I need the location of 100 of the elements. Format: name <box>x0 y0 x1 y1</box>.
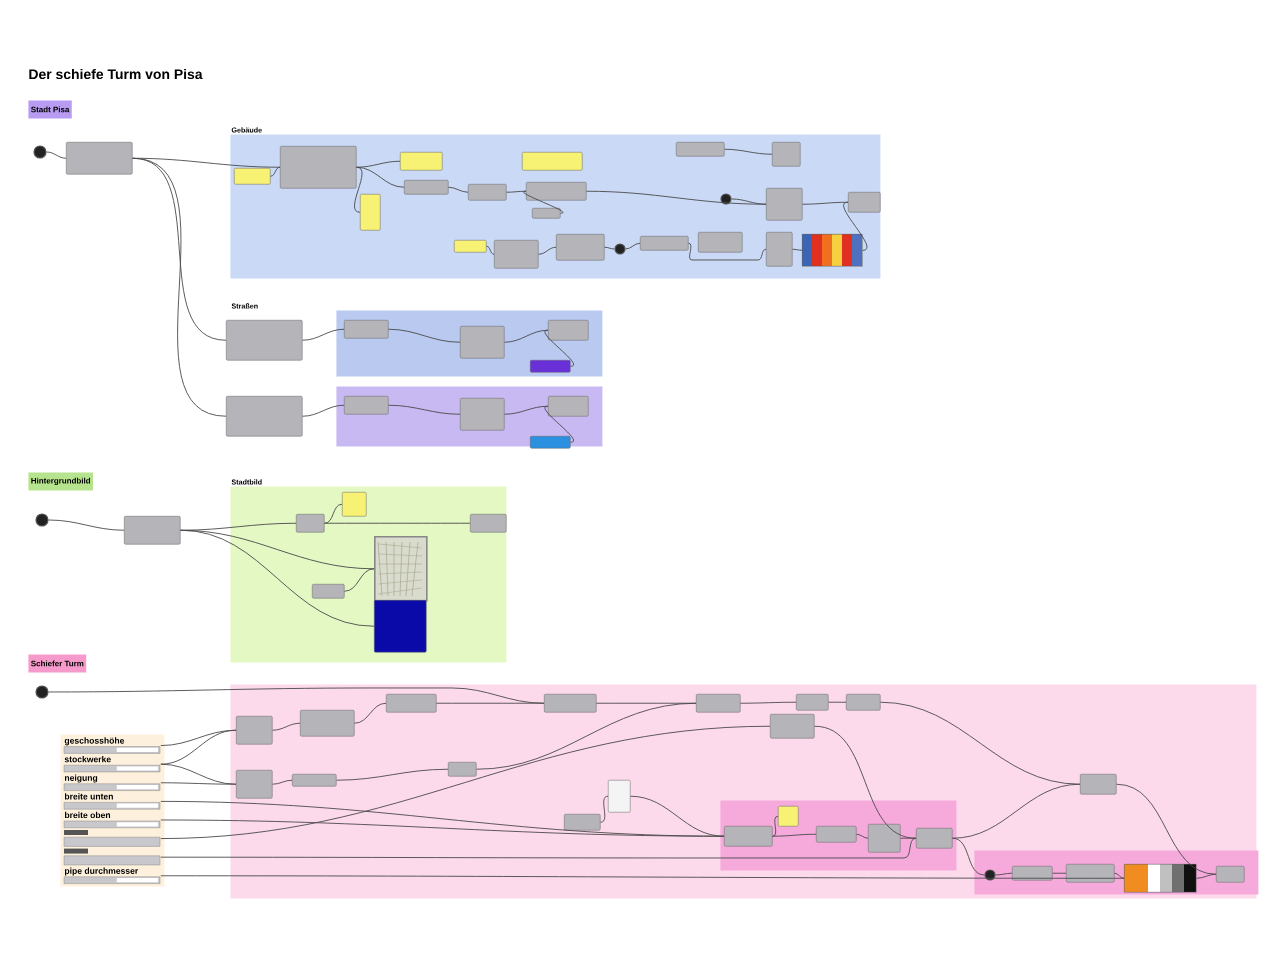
wire <box>625 242 641 250</box>
image-preview <box>374 600 427 653</box>
viewer-icon <box>35 685 49 699</box>
panel-box <box>454 240 487 253</box>
viewer-icon <box>35 513 49 527</box>
wire <box>630 795 725 837</box>
component-box <box>532 208 561 219</box>
wire <box>388 404 461 415</box>
wire <box>160 763 237 785</box>
wire <box>486 245 495 255</box>
component-box <box>460 326 505 359</box>
wire <box>388 328 461 343</box>
wire <box>544 329 574 367</box>
wire <box>504 405 549 415</box>
wire <box>792 248 803 251</box>
wire <box>1196 873 1217 879</box>
wire <box>843 201 868 251</box>
component-box <box>548 320 589 341</box>
gradient-bar <box>1124 864 1197 893</box>
component-box <box>280 146 357 189</box>
wire <box>538 246 557 255</box>
component-box <box>724 826 773 847</box>
wire <box>302 328 345 341</box>
wire <box>604 246 615 250</box>
component-box <box>124 516 181 545</box>
wire <box>356 160 401 168</box>
wire <box>772 815 779 837</box>
panel-box <box>400 152 443 171</box>
wire <box>1052 872 1067 874</box>
panel-box <box>342 492 367 517</box>
wire <box>436 702 545 704</box>
component-box <box>676 142 725 157</box>
component-box <box>1080 774 1117 795</box>
panel-box <box>234 168 271 185</box>
component-box <box>344 320 389 339</box>
component-box <box>796 694 829 711</box>
component-box <box>868 824 901 853</box>
wire <box>880 701 1081 785</box>
viewer-icon <box>720 193 732 205</box>
component-box <box>470 514 507 533</box>
wire <box>336 768 449 781</box>
component-box <box>292 774 337 787</box>
color-swatch <box>530 436 571 449</box>
wire <box>160 837 917 859</box>
component-box <box>460 398 505 431</box>
component-box <box>312 584 345 599</box>
wire <box>46 151 67 159</box>
component-box <box>448 762 477 777</box>
wire <box>160 725 771 840</box>
wire <box>180 522 297 531</box>
component-box <box>846 694 881 711</box>
image-preview <box>374 536 428 602</box>
component-box <box>608 780 631 813</box>
wire <box>506 190 527 193</box>
wire <box>270 166 281 177</box>
component-box <box>770 714 815 739</box>
wire <box>724 148 773 155</box>
wire <box>160 875 1125 879</box>
wire <box>814 725 917 839</box>
component-box <box>526 182 587 201</box>
component-box <box>766 232 793 267</box>
wire <box>356 166 405 188</box>
number-slider <box>63 848 161 866</box>
component-box <box>494 240 539 269</box>
viewer-icon <box>614 243 626 255</box>
wire <box>802 201 849 205</box>
component-box <box>344 396 389 415</box>
component-box <box>386 694 437 713</box>
wire <box>354 702 387 724</box>
wire <box>952 783 1081 839</box>
component-box <box>848 192 881 213</box>
wire <box>160 782 237 785</box>
wire <box>828 701 847 703</box>
gradient-bar <box>802 234 863 267</box>
component-box <box>544 694 597 713</box>
wire <box>48 519 125 531</box>
wire <box>302 404 345 417</box>
component-box <box>404 180 449 195</box>
wire <box>596 702 697 704</box>
wire <box>132 157 227 417</box>
wire <box>856 833 869 839</box>
viewer-icon <box>33 145 47 159</box>
wire <box>523 190 564 214</box>
panel-box <box>522 152 583 171</box>
component-box <box>816 826 857 843</box>
component-box <box>66 142 133 175</box>
wire <box>272 722 301 731</box>
viewer-icon <box>984 869 996 881</box>
component-box <box>300 710 355 737</box>
component-box <box>236 716 273 745</box>
wire <box>586 190 767 205</box>
wire <box>272 779 293 785</box>
component-box <box>226 396 303 437</box>
wire <box>1114 872 1125 879</box>
wire <box>772 833 817 837</box>
component-box <box>640 236 689 251</box>
wire <box>900 837 917 839</box>
number-slider <box>63 830 161 847</box>
wire <box>688 242 767 261</box>
component-box <box>548 396 589 417</box>
